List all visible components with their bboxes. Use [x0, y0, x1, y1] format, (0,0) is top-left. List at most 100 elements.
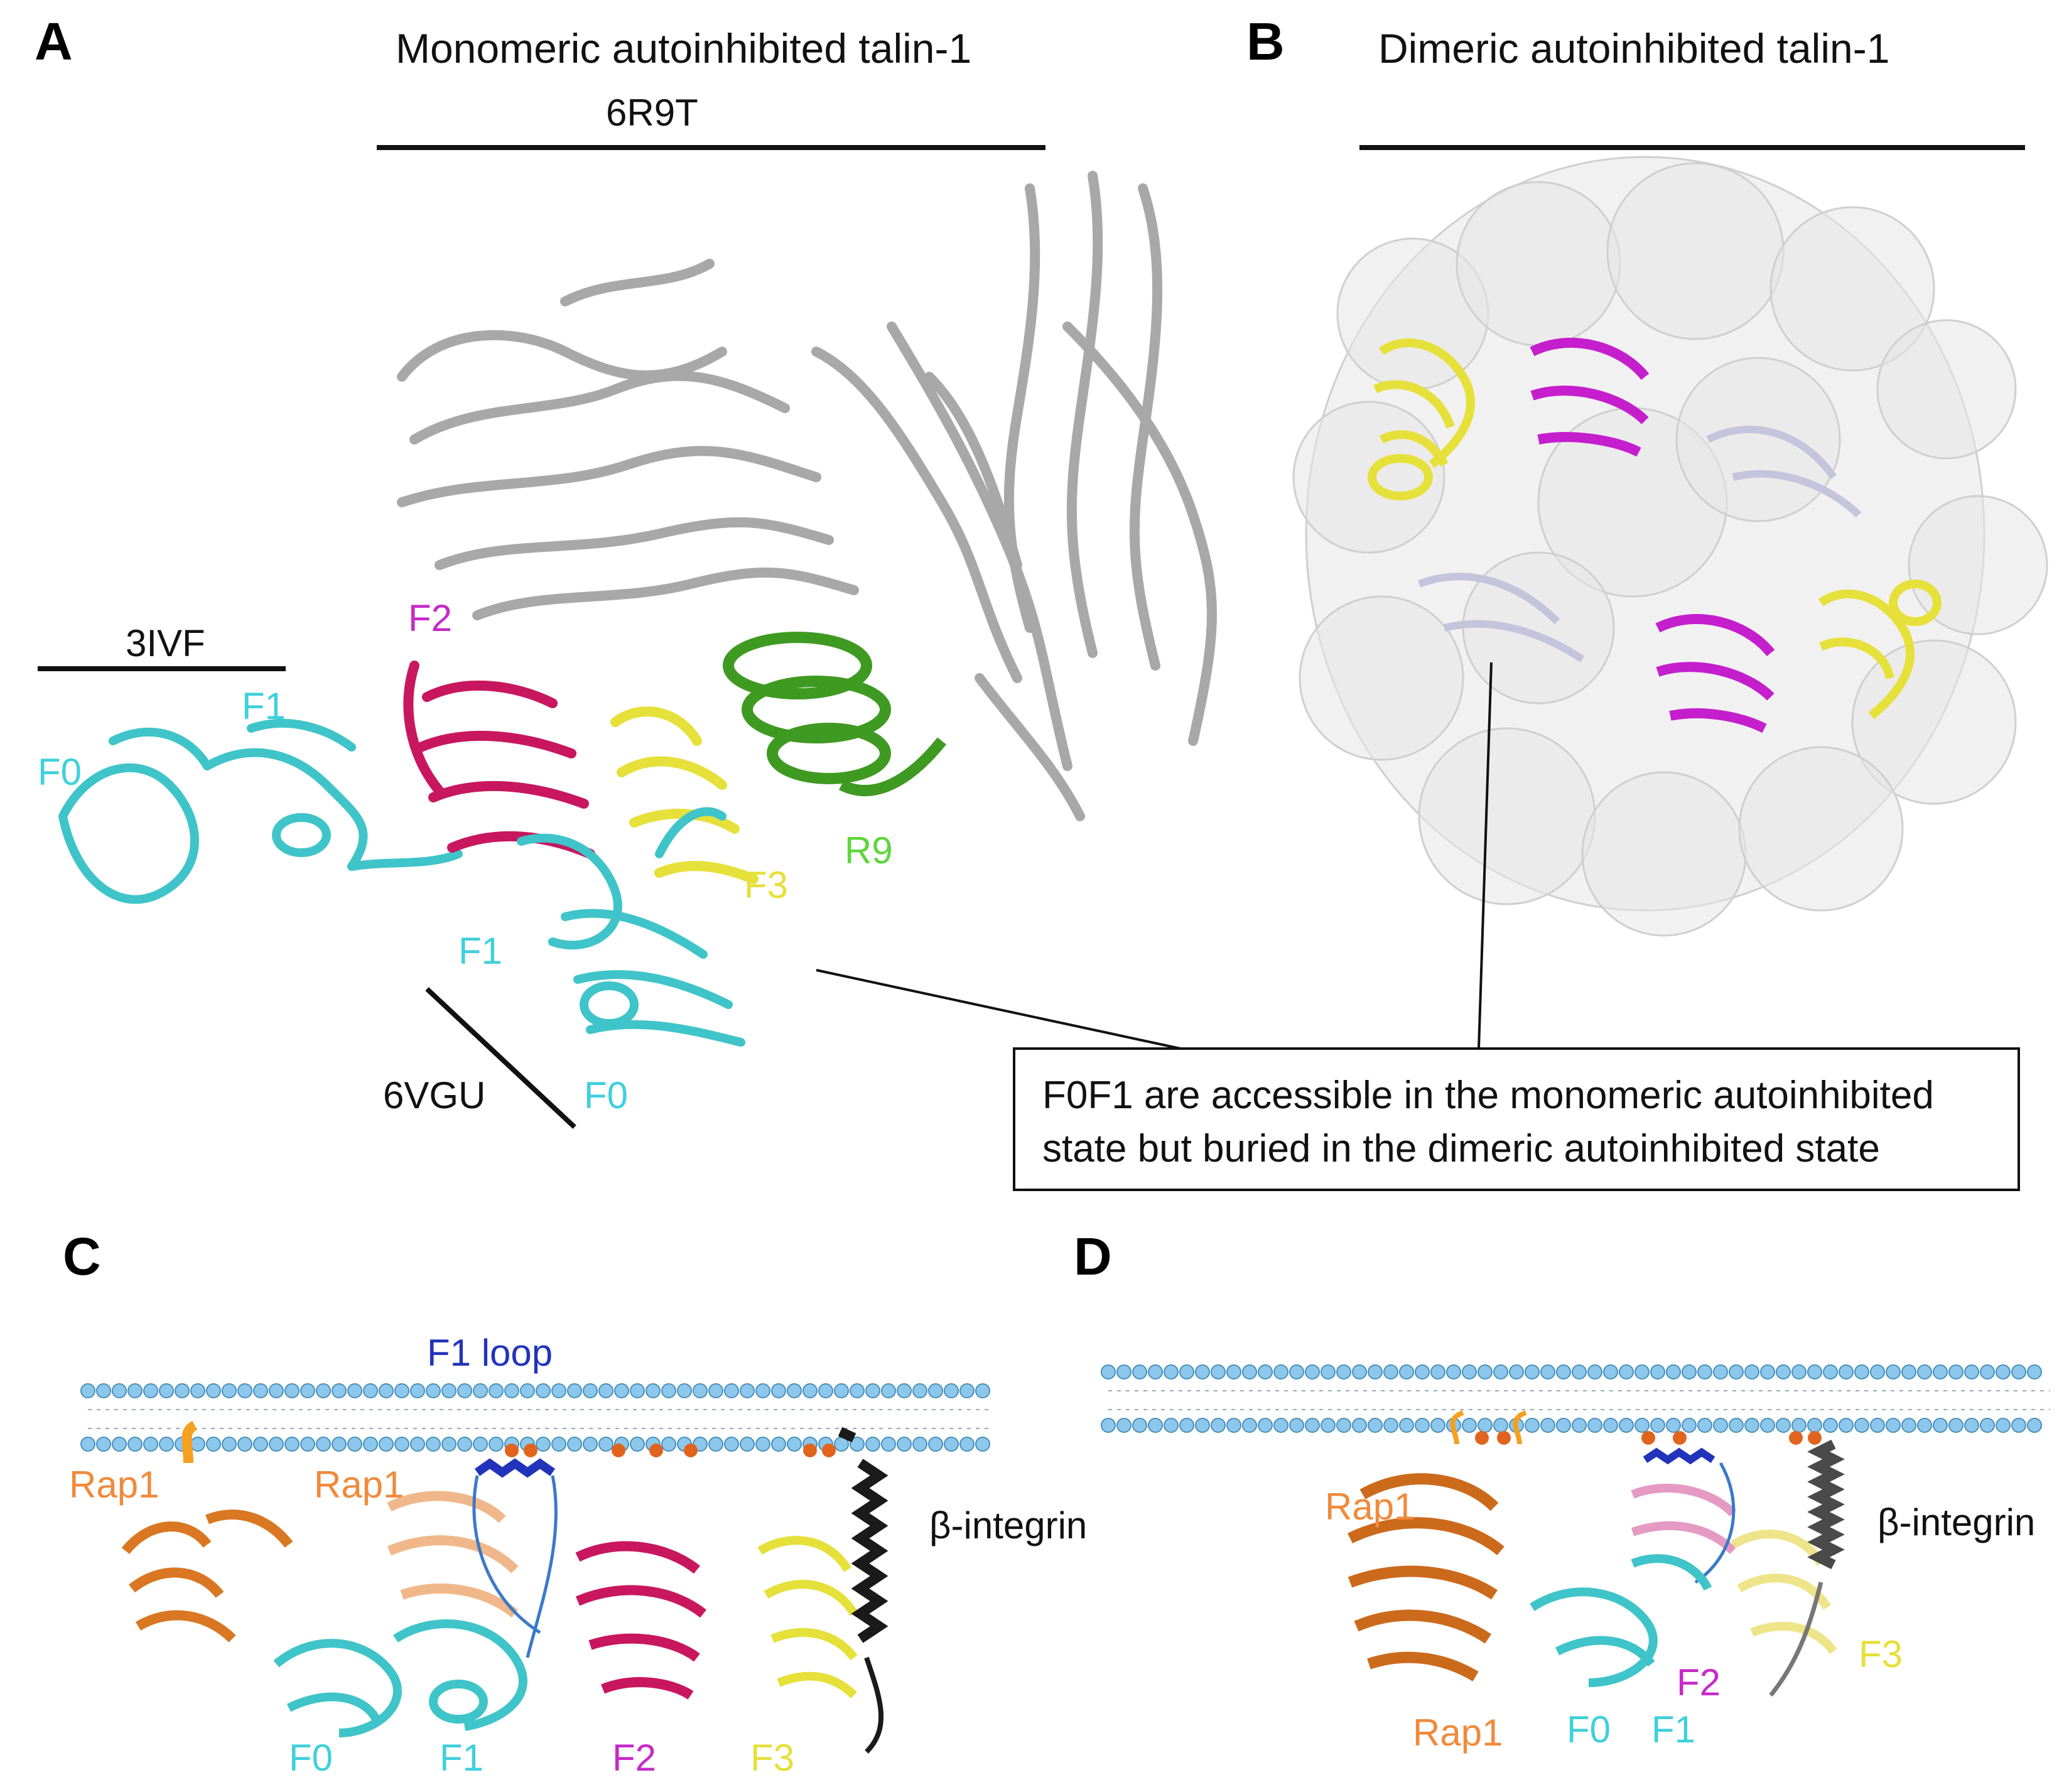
label-c-f2: F2: [612, 1737, 656, 1779]
panel-a-letter: A: [35, 12, 73, 71]
lipid-head: [724, 1437, 739, 1452]
lipid-head: [1619, 1418, 1634, 1433]
lipid-head: [1964, 1418, 1979, 1433]
lipid-head: [1116, 1364, 1132, 1379]
callout-line-1: F0F1 are accessible in the monomeric aut…: [1042, 1074, 1934, 1117]
b-f3-top: [1368, 338, 1475, 500]
lipid-head: [1493, 1418, 1508, 1433]
lipid-head: [1556, 1418, 1571, 1433]
lipid-head: [379, 1383, 394, 1398]
lipid-head: [1430, 1364, 1445, 1379]
lipid-head: [787, 1437, 802, 1452]
c-f0-f1: [273, 1619, 527, 1737]
lipid-head: [1132, 1364, 1147, 1379]
lipid-head: [551, 1383, 566, 1398]
lipid-head: [1666, 1418, 1681, 1433]
lipid-head: [1226, 1364, 1241, 1379]
panel-b-letter: B: [1246, 12, 1285, 71]
c-f1-loop: [472, 1458, 558, 1658]
lipid-head: [1211, 1418, 1226, 1433]
lipid-head: [1776, 1364, 1791, 1379]
lipid-head: [2027, 1418, 2042, 1433]
talin-rod-structure-gray: [397, 171, 1217, 821]
lipid-head: [771, 1437, 786, 1452]
lipid-head: [284, 1383, 300, 1398]
lipid-head: [1164, 1418, 1179, 1433]
lipid-head: [897, 1437, 912, 1452]
label-d-rap1-top: Rap1: [1325, 1486, 1415, 1528]
lipid-head: [1854, 1418, 1869, 1433]
lipid-head: [2027, 1364, 2042, 1379]
lipid-head: [912, 1437, 927, 1452]
lipid-head: [928, 1437, 943, 1452]
lipid-head: [865, 1437, 880, 1452]
panel-d: D Rap1 Rap1: [1074, 1227, 2050, 1754]
label-f1-center: F1: [458, 930, 502, 972]
lipid-head: [1289, 1418, 1304, 1433]
lipid-head: [269, 1437, 284, 1452]
lipid-head: [410, 1383, 425, 1398]
lipid-head: [583, 1383, 598, 1398]
lipid-head: [1525, 1364, 1540, 1379]
lipid-head: [112, 1383, 127, 1398]
lipid-head: [237, 1383, 252, 1398]
lipid-head: [269, 1383, 284, 1398]
lipid-head: [1791, 1364, 1807, 1379]
lipid-head: [598, 1437, 613, 1452]
label-f3: F3: [744, 864, 788, 906]
lipid-head: [1430, 1418, 1445, 1433]
lipid-head: [520, 1383, 535, 1398]
b-f2-top: [1530, 337, 1650, 457]
lipid-head: [1980, 1418, 1995, 1433]
lipid-head: [959, 1437, 975, 1452]
lipid-head: [1587, 1418, 1602, 1433]
lipid-head: [567, 1383, 582, 1398]
lipid-head: [1195, 1364, 1210, 1379]
lipid-head: [1336, 1364, 1351, 1379]
label-integrin-d: β-integrin: [1877, 1501, 2035, 1543]
pip2-dots-c: [505, 1444, 836, 1457]
lipid-head: [1289, 1364, 1304, 1379]
lipid-head: [1587, 1364, 1602, 1379]
lipid-head: [394, 1383, 409, 1398]
lipid-head: [1729, 1364, 1744, 1379]
lipid-head: [253, 1437, 268, 1452]
f3-structure-yellow: [610, 706, 759, 884]
lipid-head: [473, 1437, 488, 1452]
label-d-f1: F1: [1651, 1708, 1695, 1751]
panel-d-letter: D: [1074, 1227, 1112, 1286]
pdb-6vgu-label: 6VGU: [383, 1074, 485, 1116]
panel-a: A Monomeric autoinhibited talin-1 6R9T 3…: [35, 12, 1217, 1129]
membrane-d: [1101, 1364, 2050, 1433]
r9-structure-green: [723, 632, 947, 797]
lipid-head: [300, 1383, 315, 1398]
lipid-head: [1823, 1364, 1838, 1379]
lipid-head: [1666, 1364, 1681, 1379]
lipid-head: [1148, 1364, 1163, 1379]
lipid-head: [1996, 1364, 2011, 1379]
lipid-head: [1415, 1364, 1430, 1379]
lipid-head: [1321, 1418, 1336, 1433]
lipid-head: [473, 1383, 488, 1398]
lipid-head: [426, 1383, 441, 1398]
lipid-head: [1744, 1364, 1759, 1379]
lipid-head: [567, 1437, 582, 1452]
lipid-head: [1242, 1364, 1257, 1379]
lipid-head: [755, 1383, 770, 1398]
lipid-head: [1509, 1364, 1524, 1379]
lipid-head: [1273, 1418, 1288, 1433]
lipid-head: [1116, 1418, 1132, 1433]
lipid-head: [850, 1437, 865, 1452]
lipid-head: [1713, 1364, 1728, 1379]
lipid-head: [1713, 1418, 1728, 1433]
lipid-head: [897, 1383, 912, 1398]
lipid-head: [206, 1383, 221, 1398]
lipid-head: [1572, 1418, 1587, 1433]
lipid-head: [693, 1383, 708, 1398]
lipid-head: [379, 1437, 394, 1452]
lipid-head: [1242, 1418, 1257, 1433]
lipid-head: [912, 1383, 927, 1398]
lipid-head: [975, 1437, 990, 1452]
lipid-head: [1352, 1418, 1367, 1433]
lipid-head: [975, 1383, 990, 1398]
